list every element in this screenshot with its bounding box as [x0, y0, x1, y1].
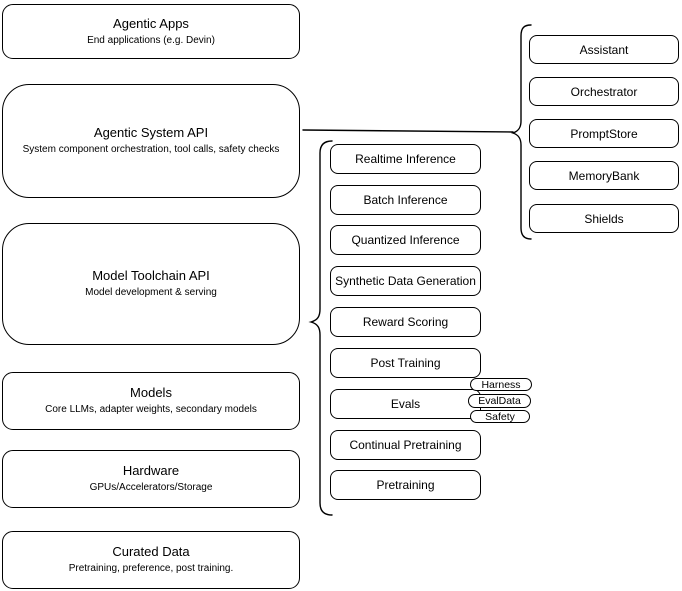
- toolchain-brace: [308, 140, 333, 516]
- node-title: Model Toolchain API: [92, 268, 210, 283]
- node-agentic-apps: Agentic Apps End applications (e.g. Devi…: [2, 4, 300, 59]
- node-title: Models: [130, 385, 172, 400]
- node-batch-inference: Batch Inference: [330, 185, 481, 215]
- node-title: Agentic System API: [93, 125, 209, 140]
- node-pretraining: Pretraining: [330, 470, 481, 500]
- node-promptstore: PromptStore: [529, 119, 679, 148]
- node-reward-scoring: Reward Scoring: [330, 307, 481, 337]
- node-post-training: Post Training: [330, 348, 481, 378]
- node-title: Curated Data: [112, 544, 190, 559]
- node-agentic-system-api: Agentic System API System component orch…: [2, 84, 300, 198]
- node-subtitle: System component orchestration, tool cal…: [22, 144, 280, 155]
- node-models: Models Core LLMs, adapter weights, secon…: [2, 372, 300, 430]
- system-api-connector-line: [302, 129, 514, 133]
- tag-safety: Safety: [470, 410, 530, 423]
- node-subtitle: Model development & serving: [85, 287, 217, 298]
- node-subtitle: Core LLMs, adapter weights, secondary mo…: [45, 404, 257, 415]
- node-quantized-inference: Quantized Inference: [330, 225, 481, 255]
- node-shields: Shields: [529, 204, 679, 233]
- node-memorybank: MemoryBank: [529, 161, 679, 190]
- node-curated-data: Curated Data Pretraining, preference, po…: [2, 531, 300, 589]
- node-continual-pretraining: Continual Pretraining: [330, 430, 481, 460]
- node-evals: Evals: [330, 389, 481, 419]
- node-orchestrator: Orchestrator: [529, 77, 679, 106]
- tag-evaldata: EvalData: [468, 394, 531, 408]
- node-realtime-inference: Realtime Inference: [330, 144, 481, 174]
- node-synthetic-data-generation: Synthetic Data Generation: [330, 266, 481, 296]
- node-title: Hardware: [122, 463, 180, 478]
- node-assistant: Assistant: [529, 35, 679, 64]
- node-model-toolchain-api: Model Toolchain API Model development & …: [2, 223, 300, 345]
- tag-harness: Harness: [470, 378, 532, 391]
- node-hardware: Hardware GPUs/Accelerators/Storage: [2, 450, 300, 508]
- node-subtitle: Pretraining, preference, post training.: [68, 563, 234, 574]
- node-subtitle: End applications (e.g. Devin): [87, 34, 215, 46]
- node-subtitle: GPUs/Accelerators/Storage: [89, 482, 213, 493]
- node-title: Agentic Apps: [113, 15, 189, 31]
